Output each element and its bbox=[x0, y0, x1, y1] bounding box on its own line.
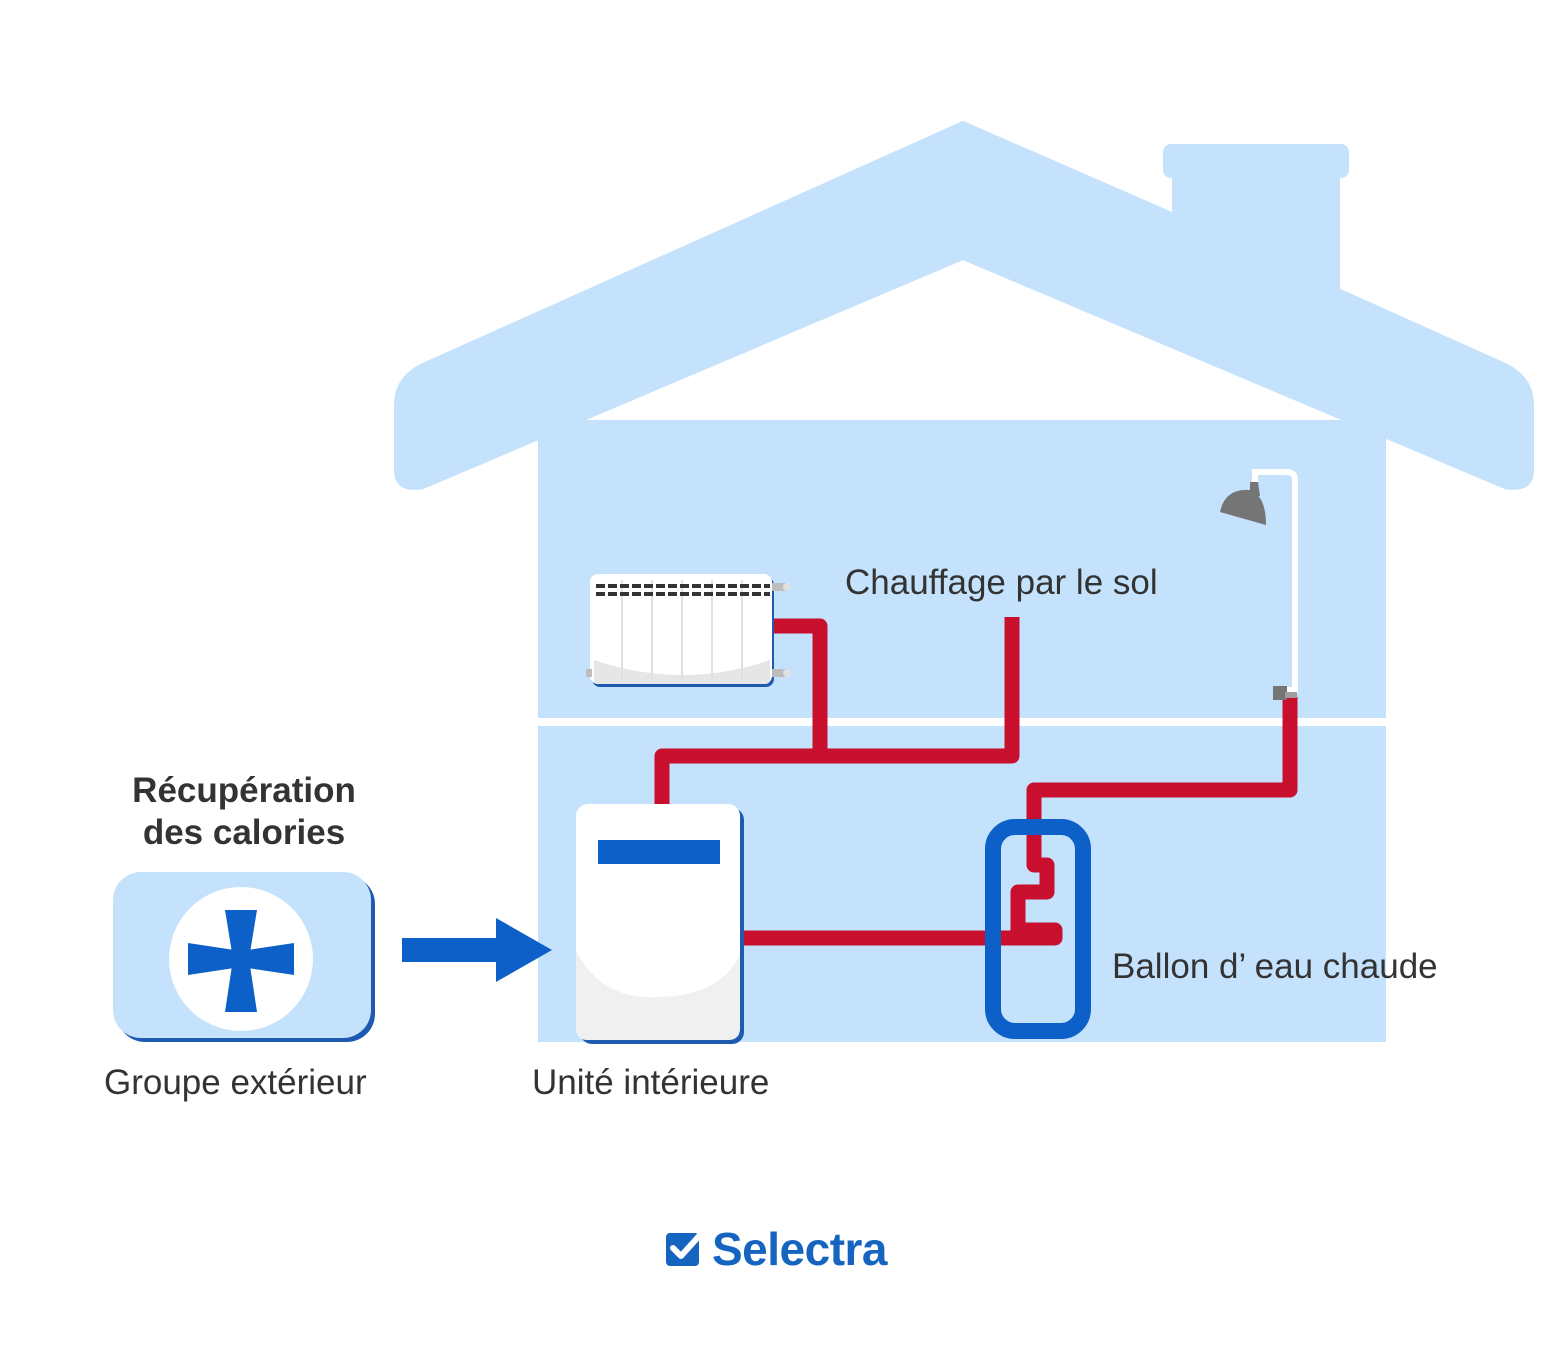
heating-pipes bbox=[654, 617, 1298, 946]
outdoor-unit-label: Groupe extérieur bbox=[104, 1063, 367, 1102]
fan-icon bbox=[188, 910, 294, 1012]
floor-heating-label: Chauffage par le sol bbox=[845, 563, 1158, 602]
indoor-unit-icon bbox=[576, 804, 744, 1044]
hot-water-tank-label: Ballon d’ eau chaude bbox=[1112, 947, 1438, 986]
shower-pipe bbox=[1252, 469, 1298, 693]
selectra-logo: Selectra bbox=[664, 1222, 888, 1276]
hot-water-tank-icon bbox=[985, 819, 1091, 1039]
arrow-right-icon bbox=[402, 918, 552, 982]
title-line1: Récupération bbox=[132, 771, 356, 810]
logo-text: Selectra bbox=[712, 1223, 888, 1275]
title-line2: des calories bbox=[142, 813, 346, 852]
title: Récupération des calories bbox=[106, 770, 382, 854]
checkbox-check-icon bbox=[666, 1232, 702, 1266]
indoor-unit-label: Unité intérieure bbox=[532, 1063, 770, 1102]
outdoor-unit-icon bbox=[113, 872, 375, 1042]
shower-head-icon bbox=[1220, 482, 1297, 700]
radiator-icon bbox=[586, 574, 791, 687]
floor-divider bbox=[538, 718, 1386, 726]
